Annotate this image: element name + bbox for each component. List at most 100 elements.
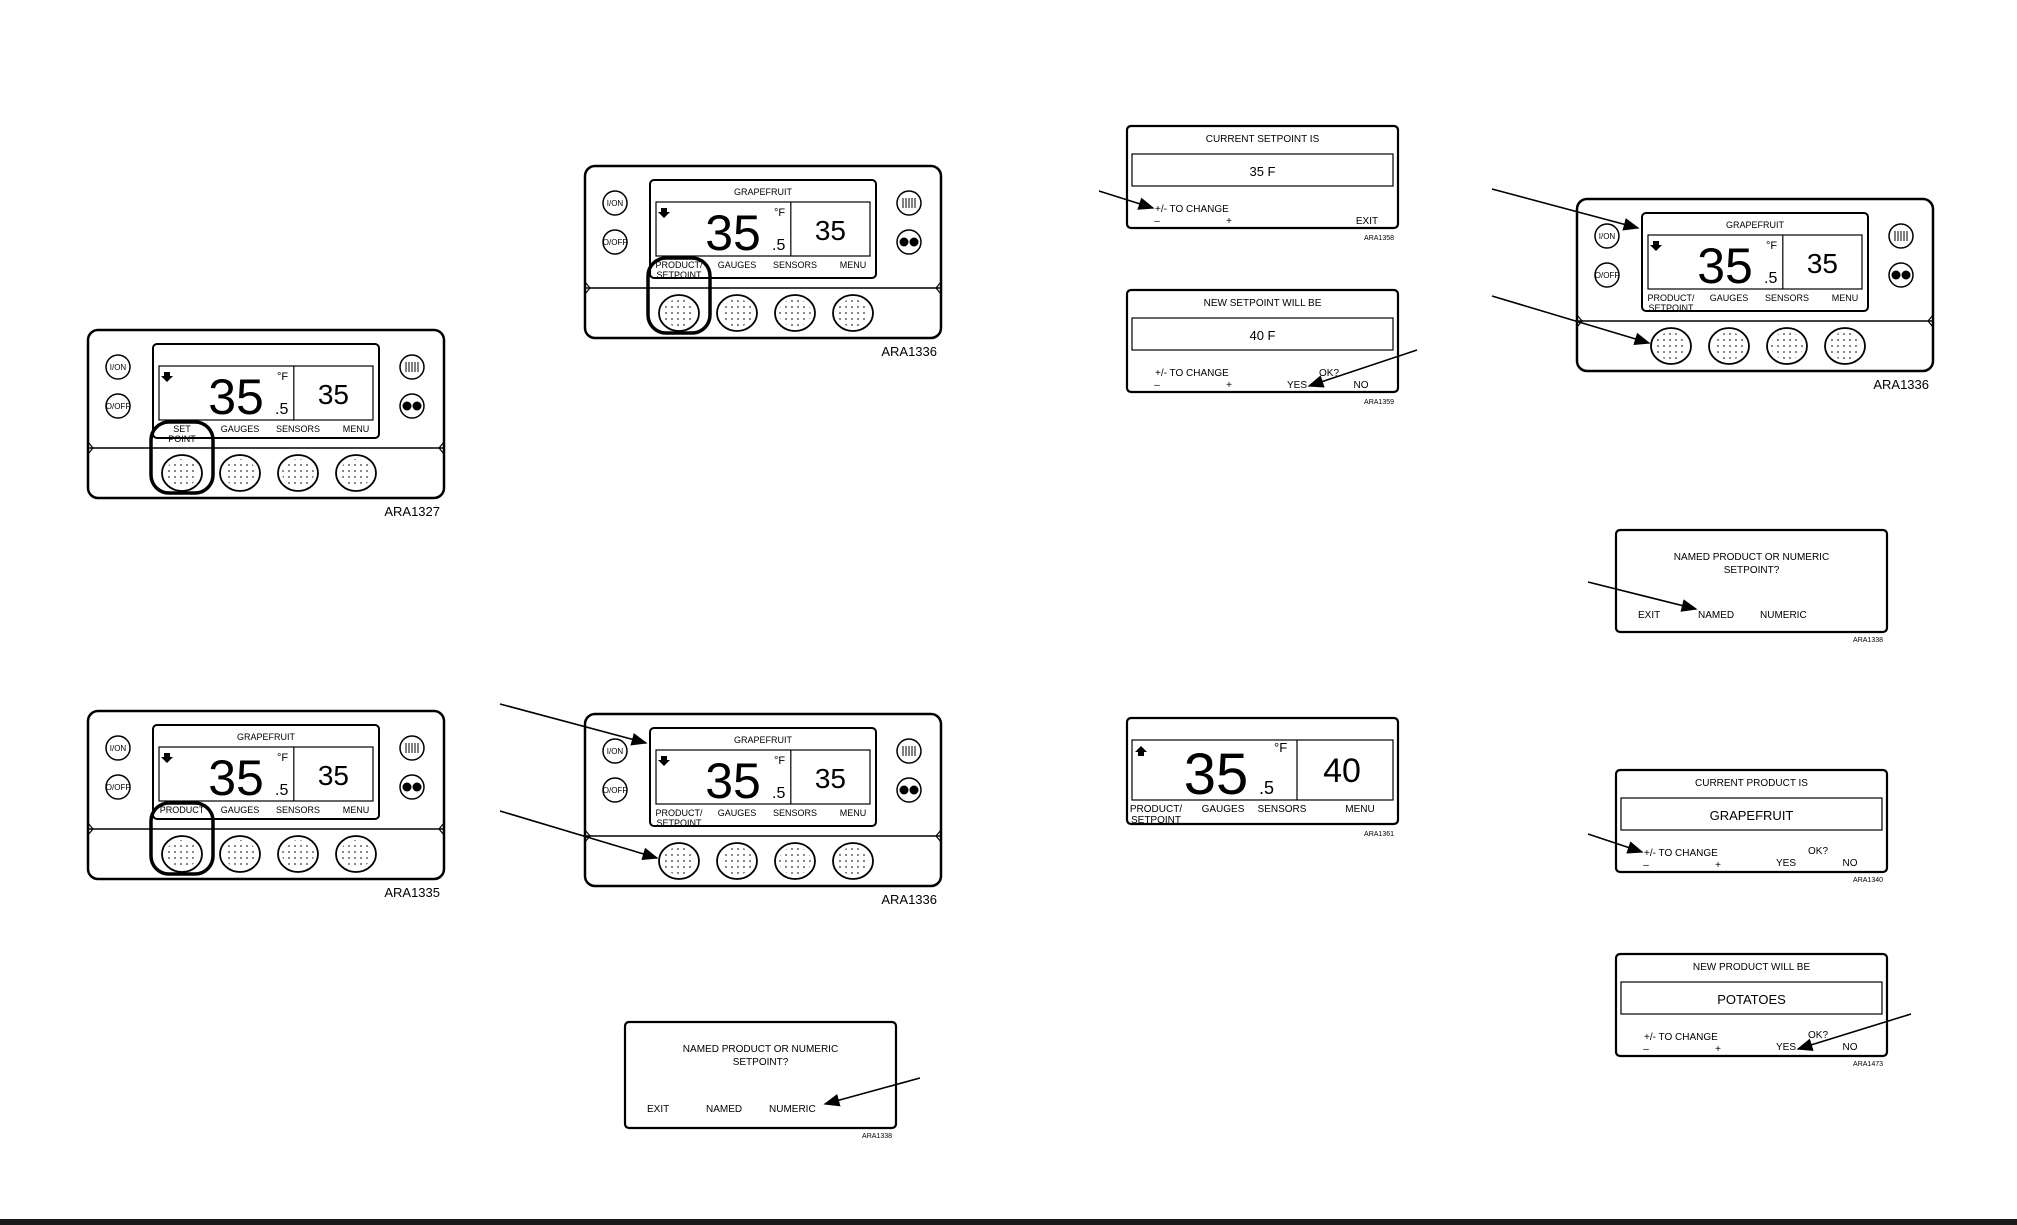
- off-key[interactable]: [105, 774, 131, 800]
- plus-key-label: +: [1715, 1044, 1721, 1055]
- lcd-window: [158, 365, 374, 421]
- yes-pointer-arrow: [1307, 349, 1418, 388]
- soft-key-label: MENU: [840, 260, 867, 270]
- setpoint-reading: 35: [318, 379, 349, 410]
- box-temperature-reading: 35: [208, 369, 264, 425]
- select-key[interactable]: [399, 393, 425, 419]
- product-name-text: GRAPEFRUIT: [734, 187, 793, 197]
- on-key[interactable]: [602, 738, 628, 764]
- soft-key-label: MENU: [1832, 293, 1859, 303]
- screen-title: NEW PRODUCT WILL BE: [1693, 962, 1811, 973]
- figure-id: ARA1359: [1364, 399, 1394, 406]
- value-box: [1131, 153, 1394, 187]
- figure-id: ARA1335: [384, 885, 440, 900]
- yes-pointer-arrow: [1796, 1013, 1912, 1051]
- on-key-icon: I/ON: [1599, 232, 1616, 241]
- product-name-text: GRAPEFRUIT: [1726, 220, 1785, 230]
- defrost-icon: [405, 743, 419, 753]
- soft-key-label: PRODUCT/: [656, 260, 703, 270]
- setpoint-reading: 35: [815, 763, 846, 794]
- temperature-unit: °F: [277, 752, 288, 764]
- setpoint-reading: 35: [318, 760, 349, 791]
- soft-key-label: SETPOINT: [656, 818, 702, 828]
- box-temperature-reading: 35: [208, 750, 264, 806]
- soft-key-label: GAUGES: [221, 805, 260, 815]
- off-key[interactable]: [602, 229, 628, 255]
- setpoint-reading: 40: [1323, 752, 1361, 790]
- lcd-window: [158, 746, 374, 802]
- product-name-text: GRAPEFRUIT: [237, 732, 296, 742]
- key-highlight-outline: [149, 420, 215, 495]
- on-key[interactable]: [105, 735, 131, 761]
- off-key[interactable]: [1594, 262, 1620, 288]
- on-key[interactable]: [105, 354, 131, 380]
- temperature-unit: °F: [774, 207, 785, 219]
- minus-key-label: –: [1643, 860, 1649, 871]
- on-key[interactable]: [602, 190, 628, 216]
- question-text: SETPOINT?: [733, 1057, 789, 1068]
- soft-key-label: GAUGES: [718, 260, 757, 270]
- value-box: [1620, 797, 1883, 831]
- soft-key-label: PRODUCT/: [1130, 804, 1182, 815]
- off-key-icon: O/OFF: [1595, 271, 1620, 280]
- select-key[interactable]: [1888, 262, 1914, 288]
- soft-key-label: MENU: [343, 805, 370, 815]
- lcd-window: [655, 201, 871, 257]
- soft-key-label: SETPOINT: [656, 270, 702, 280]
- select-key[interactable]: [399, 774, 425, 800]
- change-pointer-arrow: [1098, 190, 1155, 210]
- figure-id: ARA1338: [1853, 637, 1883, 644]
- select-key[interactable]: [896, 229, 922, 255]
- page-bottom-rule: [0, 1219, 2017, 1225]
- soft-key-label: SENSORS: [1258, 804, 1307, 815]
- yes-key-label: YES: [1776, 858, 1796, 869]
- off-key[interactable]: [105, 393, 131, 419]
- defrost-icon: [1894, 231, 1908, 241]
- ok-prompt: OK?: [1319, 368, 1339, 379]
- yes-key-label: YES: [1287, 380, 1307, 391]
- on-key-icon: I/ON: [607, 199, 624, 208]
- soft-key-label: SET: [173, 424, 191, 434]
- select-icon: [402, 401, 412, 411]
- figure-id: ARA1358: [1364, 235, 1394, 242]
- setpoint-reading: 35: [815, 215, 846, 246]
- select-key[interactable]: [896, 777, 922, 803]
- soft-key-label: SENSORS: [276, 424, 320, 434]
- figure-id: ARA1473: [1853, 1061, 1883, 1068]
- soft-key-label: SENSORS: [276, 805, 320, 815]
- soft-key-label: GAUGES: [221, 424, 260, 434]
- temperature-unit: °F: [1274, 740, 1287, 755]
- select-icon: [899, 785, 909, 795]
- change-instruction: +/- TO CHANGE: [1155, 204, 1229, 215]
- soft-key-label: GAUGES: [1710, 293, 1749, 303]
- on-key[interactable]: [1594, 223, 1620, 249]
- select-icon: [899, 237, 909, 247]
- named-pointer-arrow: [1587, 581, 1698, 612]
- product-value: GRAPEFRUIT: [1710, 808, 1794, 823]
- no-key-label: NO: [1843, 1042, 1858, 1053]
- down-arrow-icon: [658, 756, 670, 766]
- product-name-text: GRAPEFRUIT: [734, 735, 793, 745]
- soft-key-label: PRODUCT: [160, 805, 205, 815]
- off-key[interactable]: [602, 777, 628, 803]
- figure-id: ARA1336: [881, 344, 937, 359]
- named-key-label: NAMED: [1698, 610, 1734, 621]
- temperature-decimal: .5: [1764, 270, 1777, 287]
- exit-key-label: EXIT: [1356, 216, 1378, 227]
- lcd-window: [655, 749, 871, 805]
- lcd-window: [1647, 234, 1863, 290]
- controller-ara1336-c: GRAPEFRUIT35.5°F35PRODUCT/SETPOINTGAUGES…: [1575, 197, 1935, 392]
- exit-key-label: EXIT: [1638, 610, 1660, 621]
- on-key-icon: I/ON: [110, 744, 127, 753]
- key-pointer-arrow: [1491, 295, 1651, 346]
- key-highlight-outline: [149, 801, 215, 876]
- box-temperature-reading: 35: [705, 205, 761, 261]
- question-text: SETPOINT?: [1724, 565, 1780, 576]
- temperature-unit: °F: [774, 755, 785, 767]
- no-key-label: NO: [1843, 858, 1858, 869]
- temperature-decimal: .5: [1259, 778, 1274, 798]
- lcd-window: [1131, 739, 1394, 801]
